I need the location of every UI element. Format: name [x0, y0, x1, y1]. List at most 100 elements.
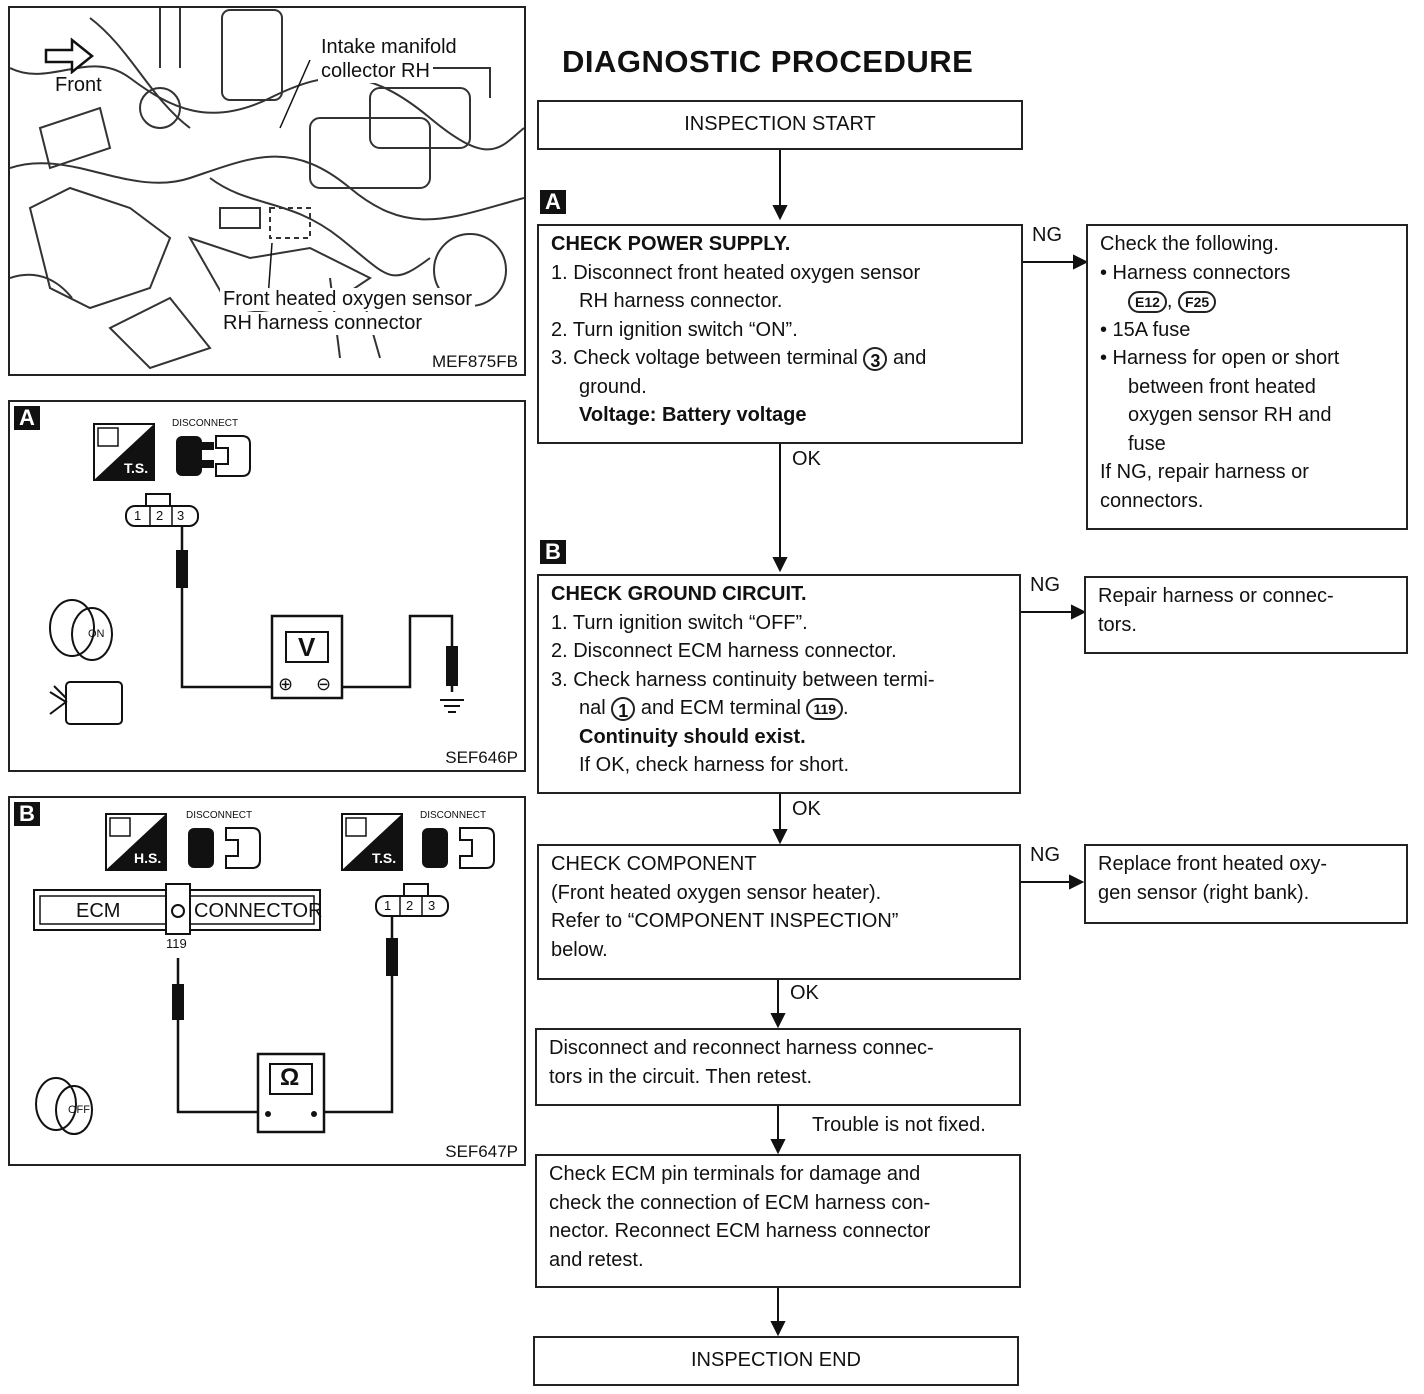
ng-a-bullet-3b: between front heated [1128, 375, 1316, 398]
ng-c-replace-sensor: Replace front heated oxy- gen sensor (ri… [1084, 844, 1408, 924]
ng-b-line-1: Repair harness or connec- [1098, 585, 1334, 607]
trouble-not-fixed-label: Trouble is not fixed. [812, 1114, 986, 1136]
ok-label-a: OK [792, 448, 821, 470]
ng-a-connectors: E12, F25 [1100, 287, 1396, 316]
step-e-check-ecm-pins: Check ECM pin terminals for damage and c… [535, 1154, 1021, 1288]
ohmmeter-symbol: Ω [280, 1064, 300, 1091]
step-b-heading: CHECK GROUND CIRCUIT. [551, 583, 807, 605]
front-label: Front [52, 74, 105, 97]
step-c-line-3: Refer to “COMPONENT INSPECTION” [551, 910, 899, 932]
step-a-line-2: 2. Turn ignition switch “ON”. [551, 318, 798, 341]
ecm-label: ECM [76, 900, 121, 922]
ng-a-bullet-3: • Harness for open or short [1100, 347, 1340, 369]
ng-a-bullet-2: • 15A fuse [1100, 318, 1191, 341]
step-b-line-3d: . [843, 697, 849, 719]
intake-manifold-label: Intake manifold [318, 36, 460, 59]
step-c-line-2: (Front heated oxygen sensor heater). [551, 881, 882, 904]
connector-separator: , [1166, 290, 1173, 312]
ng-a-bullet-3d: fuse [1128, 432, 1166, 455]
terminal-119-marker: 119 [806, 697, 844, 720]
ts-caption: T.S. [124, 460, 149, 476]
step-e-line-4: and retest. [549, 1248, 644, 1271]
figure-b: B [8, 796, 526, 1166]
inspection-start-label: INSPECTION START [684, 113, 876, 135]
ok-label-b: OK [792, 798, 821, 820]
step-a-line-3c: ground. [579, 375, 647, 398]
connector-label: CONNECTOR [194, 900, 323, 922]
inspection-start: INSPECTION START [537, 100, 1023, 150]
disconnect-caption: DISCONNECT [172, 418, 239, 429]
step-a-line-3a: 3. Check voltage between terminal [551, 347, 858, 369]
connector-e12: E12 [1128, 290, 1167, 313]
hs-icon [105, 813, 167, 871]
ts-icon-2 [341, 813, 403, 871]
step-b-line-1: 1. Turn ignition switch “OFF”. [551, 611, 808, 634]
figure-id: MEF875FB [432, 352, 518, 371]
ignition-key-icon [49, 599, 113, 661]
step-e-line-2: check the connection of ECM harness con- [549, 1191, 931, 1214]
step-b-line-3c: and ECM terminal [640, 697, 801, 719]
step-b-spec: Continuity should exist. [579, 725, 806, 748]
step-a-badge: A [540, 190, 566, 214]
figure-b-badge: B [14, 802, 40, 826]
ng-b-repair-harness: Repair harness or connec- tors. [1084, 576, 1408, 654]
sensor-connector-label: Front heated oxygen sensor [220, 288, 476, 311]
step-b-line-3b: nal 1 and ECM terminal 119. [551, 694, 1009, 723]
disconnect-icon-2 [422, 828, 448, 868]
step-c-line-1: CHECK COMPONENT [551, 853, 757, 875]
pin-1: 1 [134, 508, 142, 523]
pin-3: 3 [428, 898, 436, 913]
ng-a-line-0: Check the following. [1100, 233, 1279, 255]
step-b-check-ground-circuit: CHECK GROUND CIRCUIT. 1. Turn ignition s… [537, 574, 1021, 794]
figure-a-wiring [49, 423, 464, 725]
step-b-line-3: 3. Check harness continuity between term… [551, 668, 935, 691]
step-b-note: If OK, check harness for short. [579, 754, 850, 776]
step-d-reconnect-retest: Disconnect and reconnect harness connec-… [535, 1028, 1021, 1106]
step-d-line-1: Disconnect and reconnect harness connec- [549, 1037, 934, 1059]
step-a-line-3b: and [892, 347, 927, 369]
pin-3: 3 [177, 508, 185, 523]
minus-terminal: ⊖ [316, 674, 332, 694]
ng-a-bullet-3c: oxygen sensor RH and [1128, 404, 1332, 426]
step-b-line-2: 2. Disconnect ECM harness connector. [551, 640, 897, 662]
disconnect-caption-1: DISCONNECT [186, 810, 253, 821]
connector-f25: F25 [1178, 290, 1217, 313]
figure-a-id: SEF646P [445, 748, 518, 767]
step-a-line-1: 1. Disconnect front heated oxygen sensor [551, 261, 921, 284]
inspection-end-label: INSPECTION END [690, 1349, 862, 1371]
step-a-line-3: 3. Check voltage between terminal 3 and [551, 344, 1011, 373]
step-a-line-1b: RH harness connector. [579, 290, 783, 312]
sensor-connector-label-2: RH harness connector [220, 312, 425, 335]
pin-2: 2 [406, 898, 414, 913]
pin-2: 2 [156, 508, 164, 523]
ng-label-a: NG [1032, 224, 1062, 246]
step-c-line-4: below. [551, 938, 608, 961]
engine-figure: Front Intake manifold collector RH Front… [8, 6, 526, 376]
disconnect-icon [176, 436, 214, 476]
figure-b-wiring [33, 813, 495, 1135]
engine-icon [49, 681, 123, 725]
ng-b-line-2: tors. [1098, 613, 1137, 636]
ok-label-c: OK [790, 982, 819, 1004]
step-a-check-power-supply: CHECK POWER SUPPLY. 1. Disconnect front … [537, 224, 1023, 444]
key-on-label: ON [88, 628, 105, 640]
terminal-119-label: 119 [166, 936, 187, 951]
ng-c-line-2: gen sensor (right bank). [1098, 881, 1310, 904]
step-b-badge: B [540, 540, 566, 564]
page-title: DIAGNOSTIC PROCEDURE [562, 44, 974, 79]
disconnect-caption-2: DISCONNECT [420, 810, 487, 821]
figure-b-id: SEF647P [445, 1142, 518, 1161]
ng-a-bullet-1: • Harness connectors [1100, 261, 1291, 284]
terminal-3-marker: 3 [863, 346, 888, 371]
ignition-key-icon [35, 1077, 93, 1135]
step-b-line-3b-text: nal [579, 697, 606, 719]
ng-label-c: NG [1030, 844, 1060, 866]
step-c-check-component: CHECK COMPONENT (Front heated oxygen sen… [537, 844, 1021, 980]
plus-terminal: ⊕ [278, 674, 294, 694]
ts-icon [93, 423, 155, 481]
step-d-line-2: tors in the circuit. Then retest. [549, 1065, 813, 1088]
intake-manifold-label-2: collector RH [318, 60, 433, 83]
figure-a: A [8, 400, 526, 772]
step-a-spec: Voltage: Battery voltage [579, 404, 807, 426]
hs-caption: H.S. [134, 850, 162, 866]
